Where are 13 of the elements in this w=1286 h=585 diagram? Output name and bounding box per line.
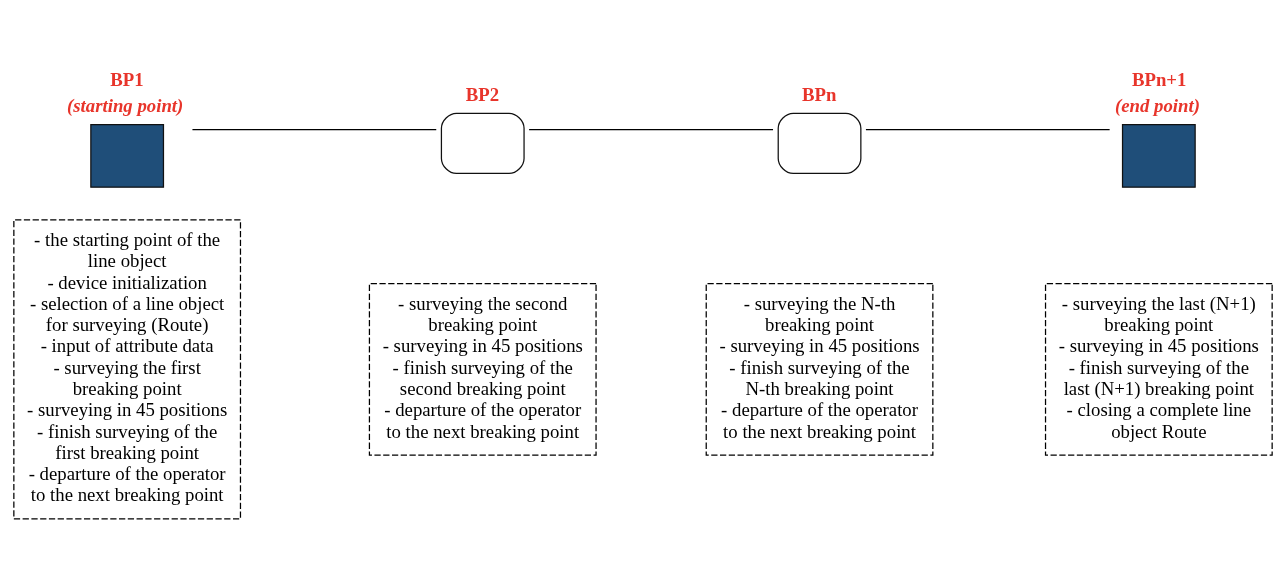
node-label: BPn [802,83,837,105]
node-box: - surveying the last (N+1) breaking point - surveying in 45 positions - finish surveying of the last (N+1) breaking point - closing a complete line object Route [1044,282,1273,456]
node-label: BPn+1 [1131,68,1187,90]
connector [865,128,1111,130]
node-label: (end point) [1115,94,1200,116]
node-box: - surveying the second breaking point - surveying in 45 positions - finish surveying of the second breaking point - departure of the operator to the next breaking point [368,282,597,456]
node-box: - the starting point of the line object - device initialization - selection of a line object for surveying (Route) - input of attribute data - surveying the first breaking point - surveying in 45 positions - finish surveying of the first breaking point - departure of the operator to the next breaking point [13,218,242,520]
node-box: - surveying the N-th breaking point - surveying in 45 positions - finish surveying of the N-th breaking point - departure of the operator to the next breaking point [705,282,934,456]
connector [528,128,774,130]
node-label: BP1 [110,68,144,90]
node-label: BP2 [465,83,500,105]
connector [191,128,437,130]
node-label: (starting point) [67,94,184,116]
